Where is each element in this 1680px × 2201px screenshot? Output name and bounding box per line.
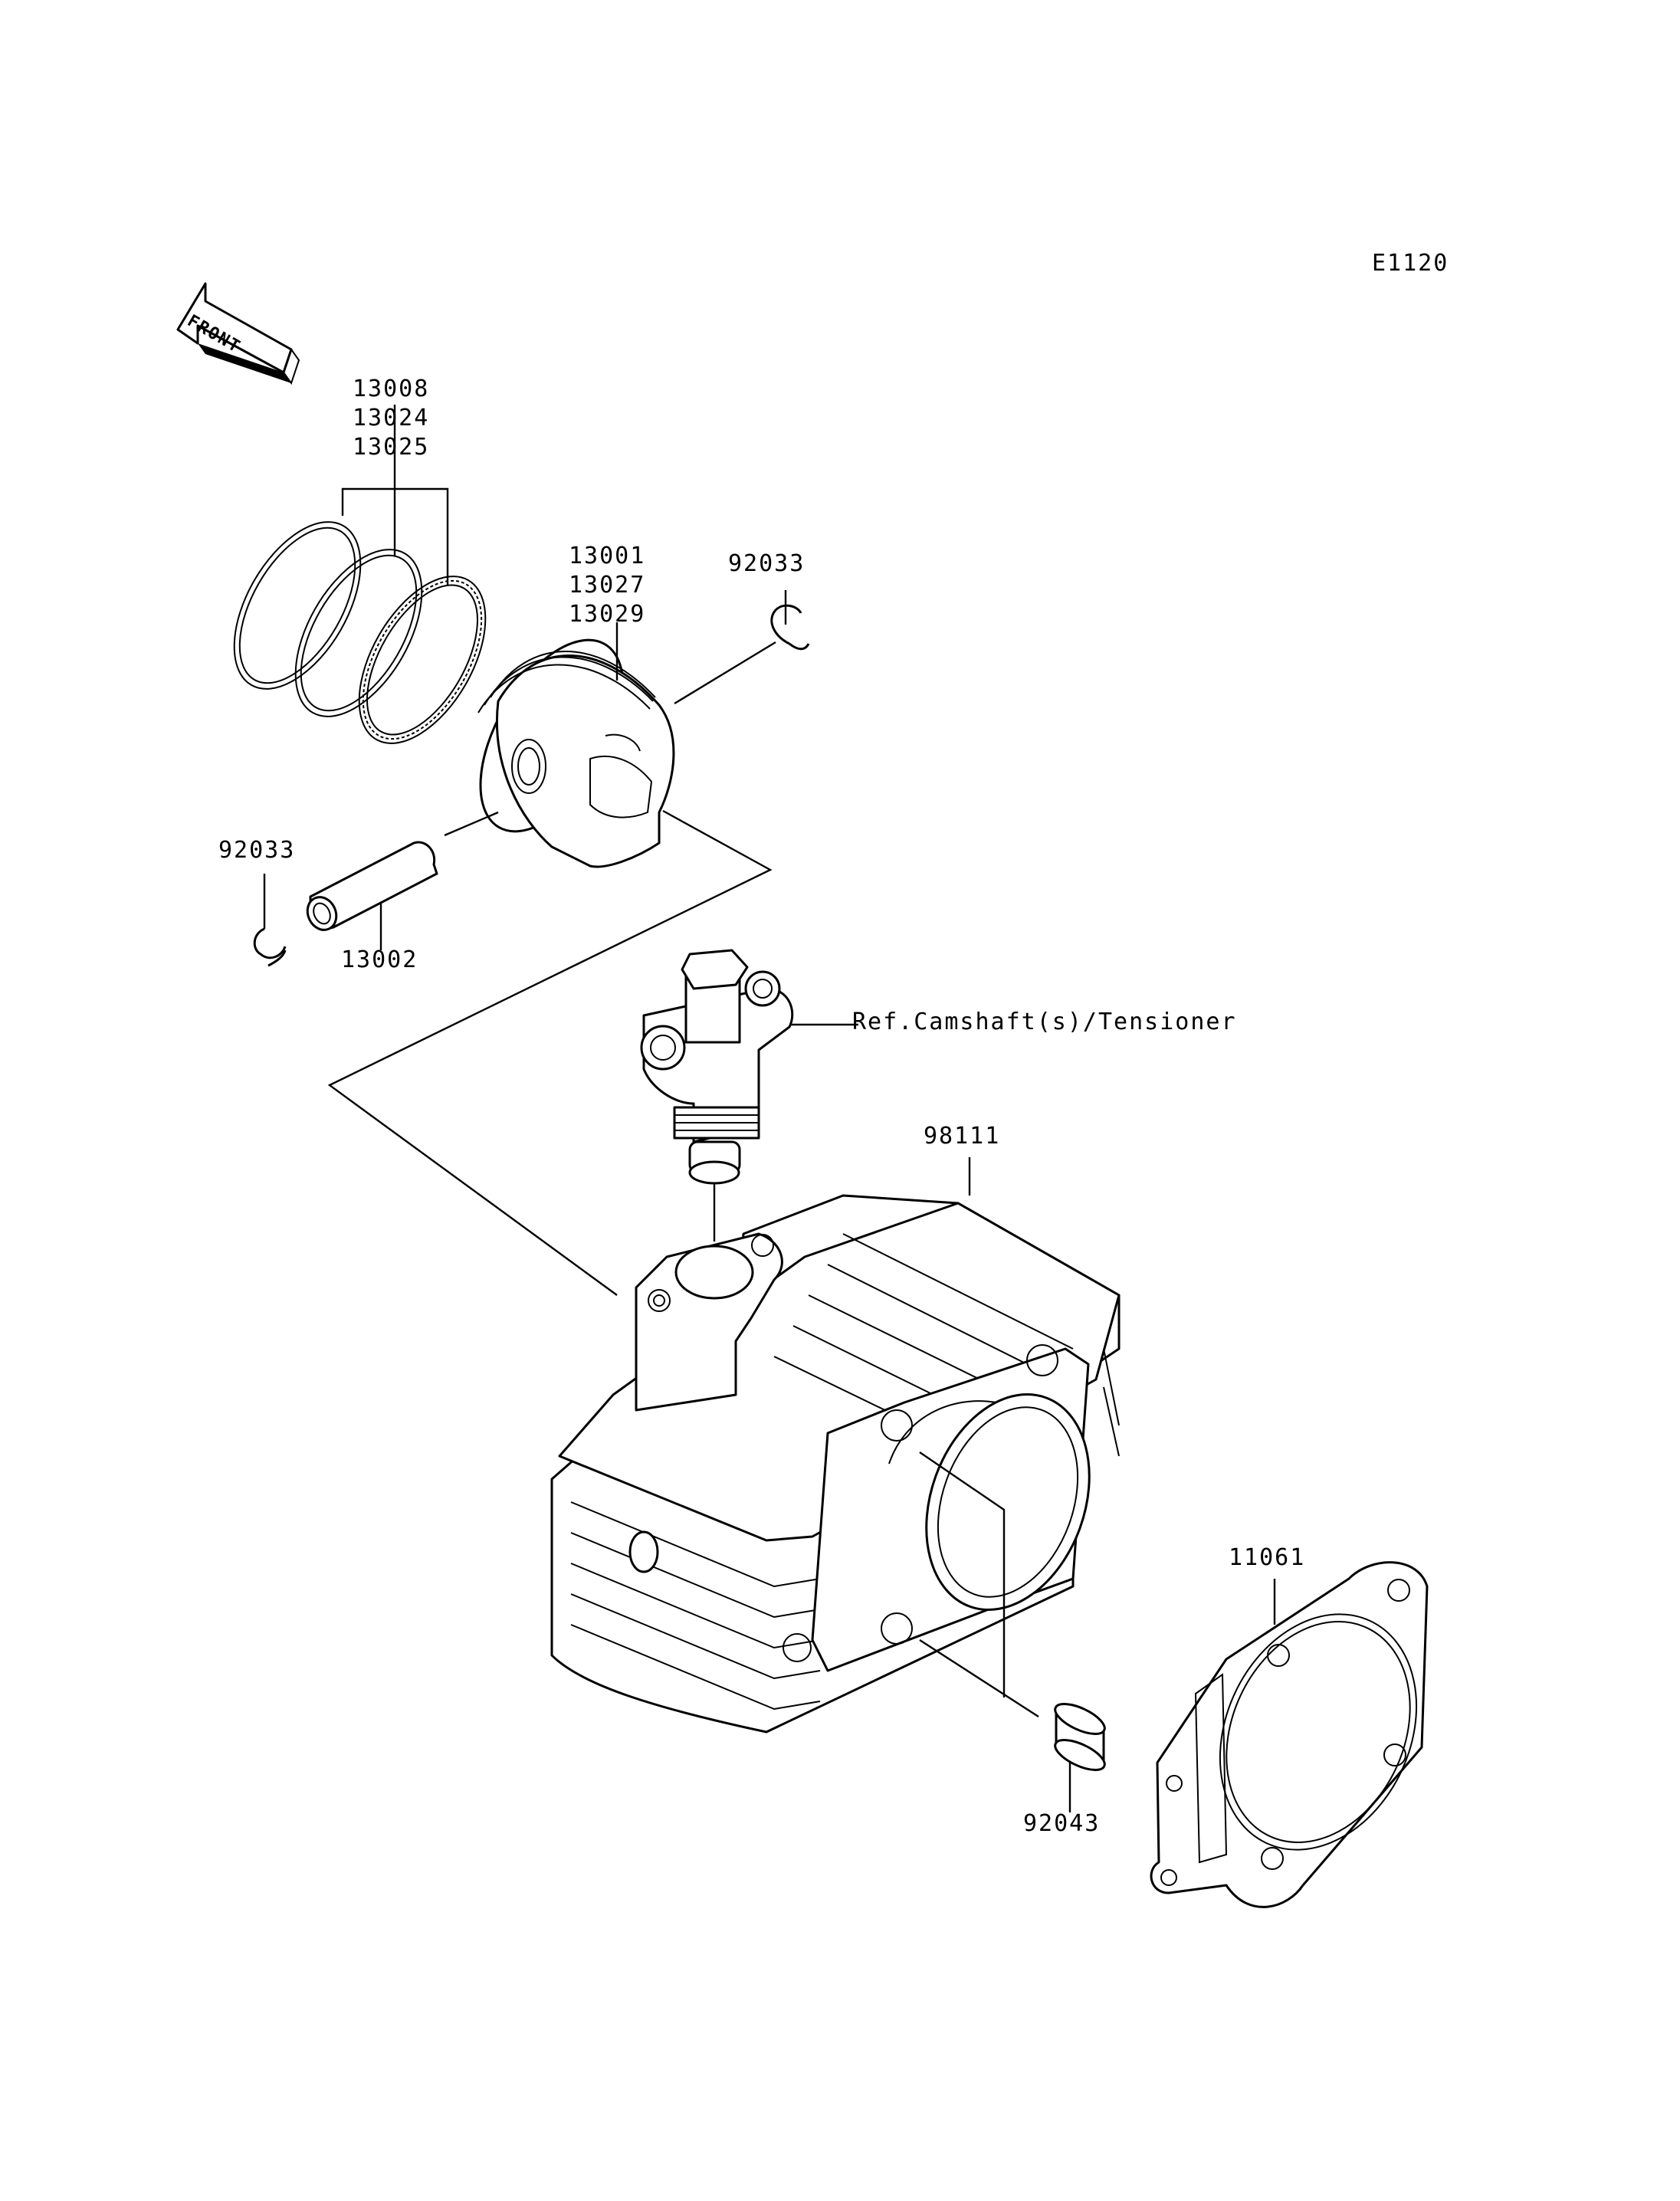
piston-rings (233, 521, 487, 744)
callout-piston-1: 13001 (569, 543, 646, 569)
callout-rings-1: 13008 (353, 376, 430, 402)
cylinder-base-gasket (1150, 1561, 1429, 1908)
callout-clip-right: 92033 (728, 550, 806, 577)
callout-rings-3: 13025 (353, 434, 430, 461)
piston-pin (306, 841, 438, 931)
callout-pin: 13002 (341, 946, 418, 973)
callout-dowel: 92043 (1023, 1810, 1101, 1837)
callout-tensioner-ref: Ref.Camshaft(s)/Tensioner (852, 1009, 1237, 1035)
callout-clip-left: 92033 (218, 837, 296, 864)
diagram-code-label: E1120 (1372, 250, 1449, 277)
dowel-pin (1054, 1703, 1106, 1771)
circlip-left (253, 927, 287, 967)
callout-cylinder: 98111 (924, 1123, 1001, 1150)
callout-rings-2: 13024 (353, 405, 430, 431)
cylinder (550, 1194, 1121, 1734)
callout-piston-2: 13027 (569, 572, 646, 599)
callout-piston-3: 13029 (569, 601, 646, 628)
circlip-right (770, 604, 810, 651)
cam-chain-tensioner (640, 949, 794, 1185)
callout-gasket: 11061 (1229, 1544, 1306, 1571)
piston (477, 638, 675, 868)
front-arrow-icon (176, 282, 300, 385)
